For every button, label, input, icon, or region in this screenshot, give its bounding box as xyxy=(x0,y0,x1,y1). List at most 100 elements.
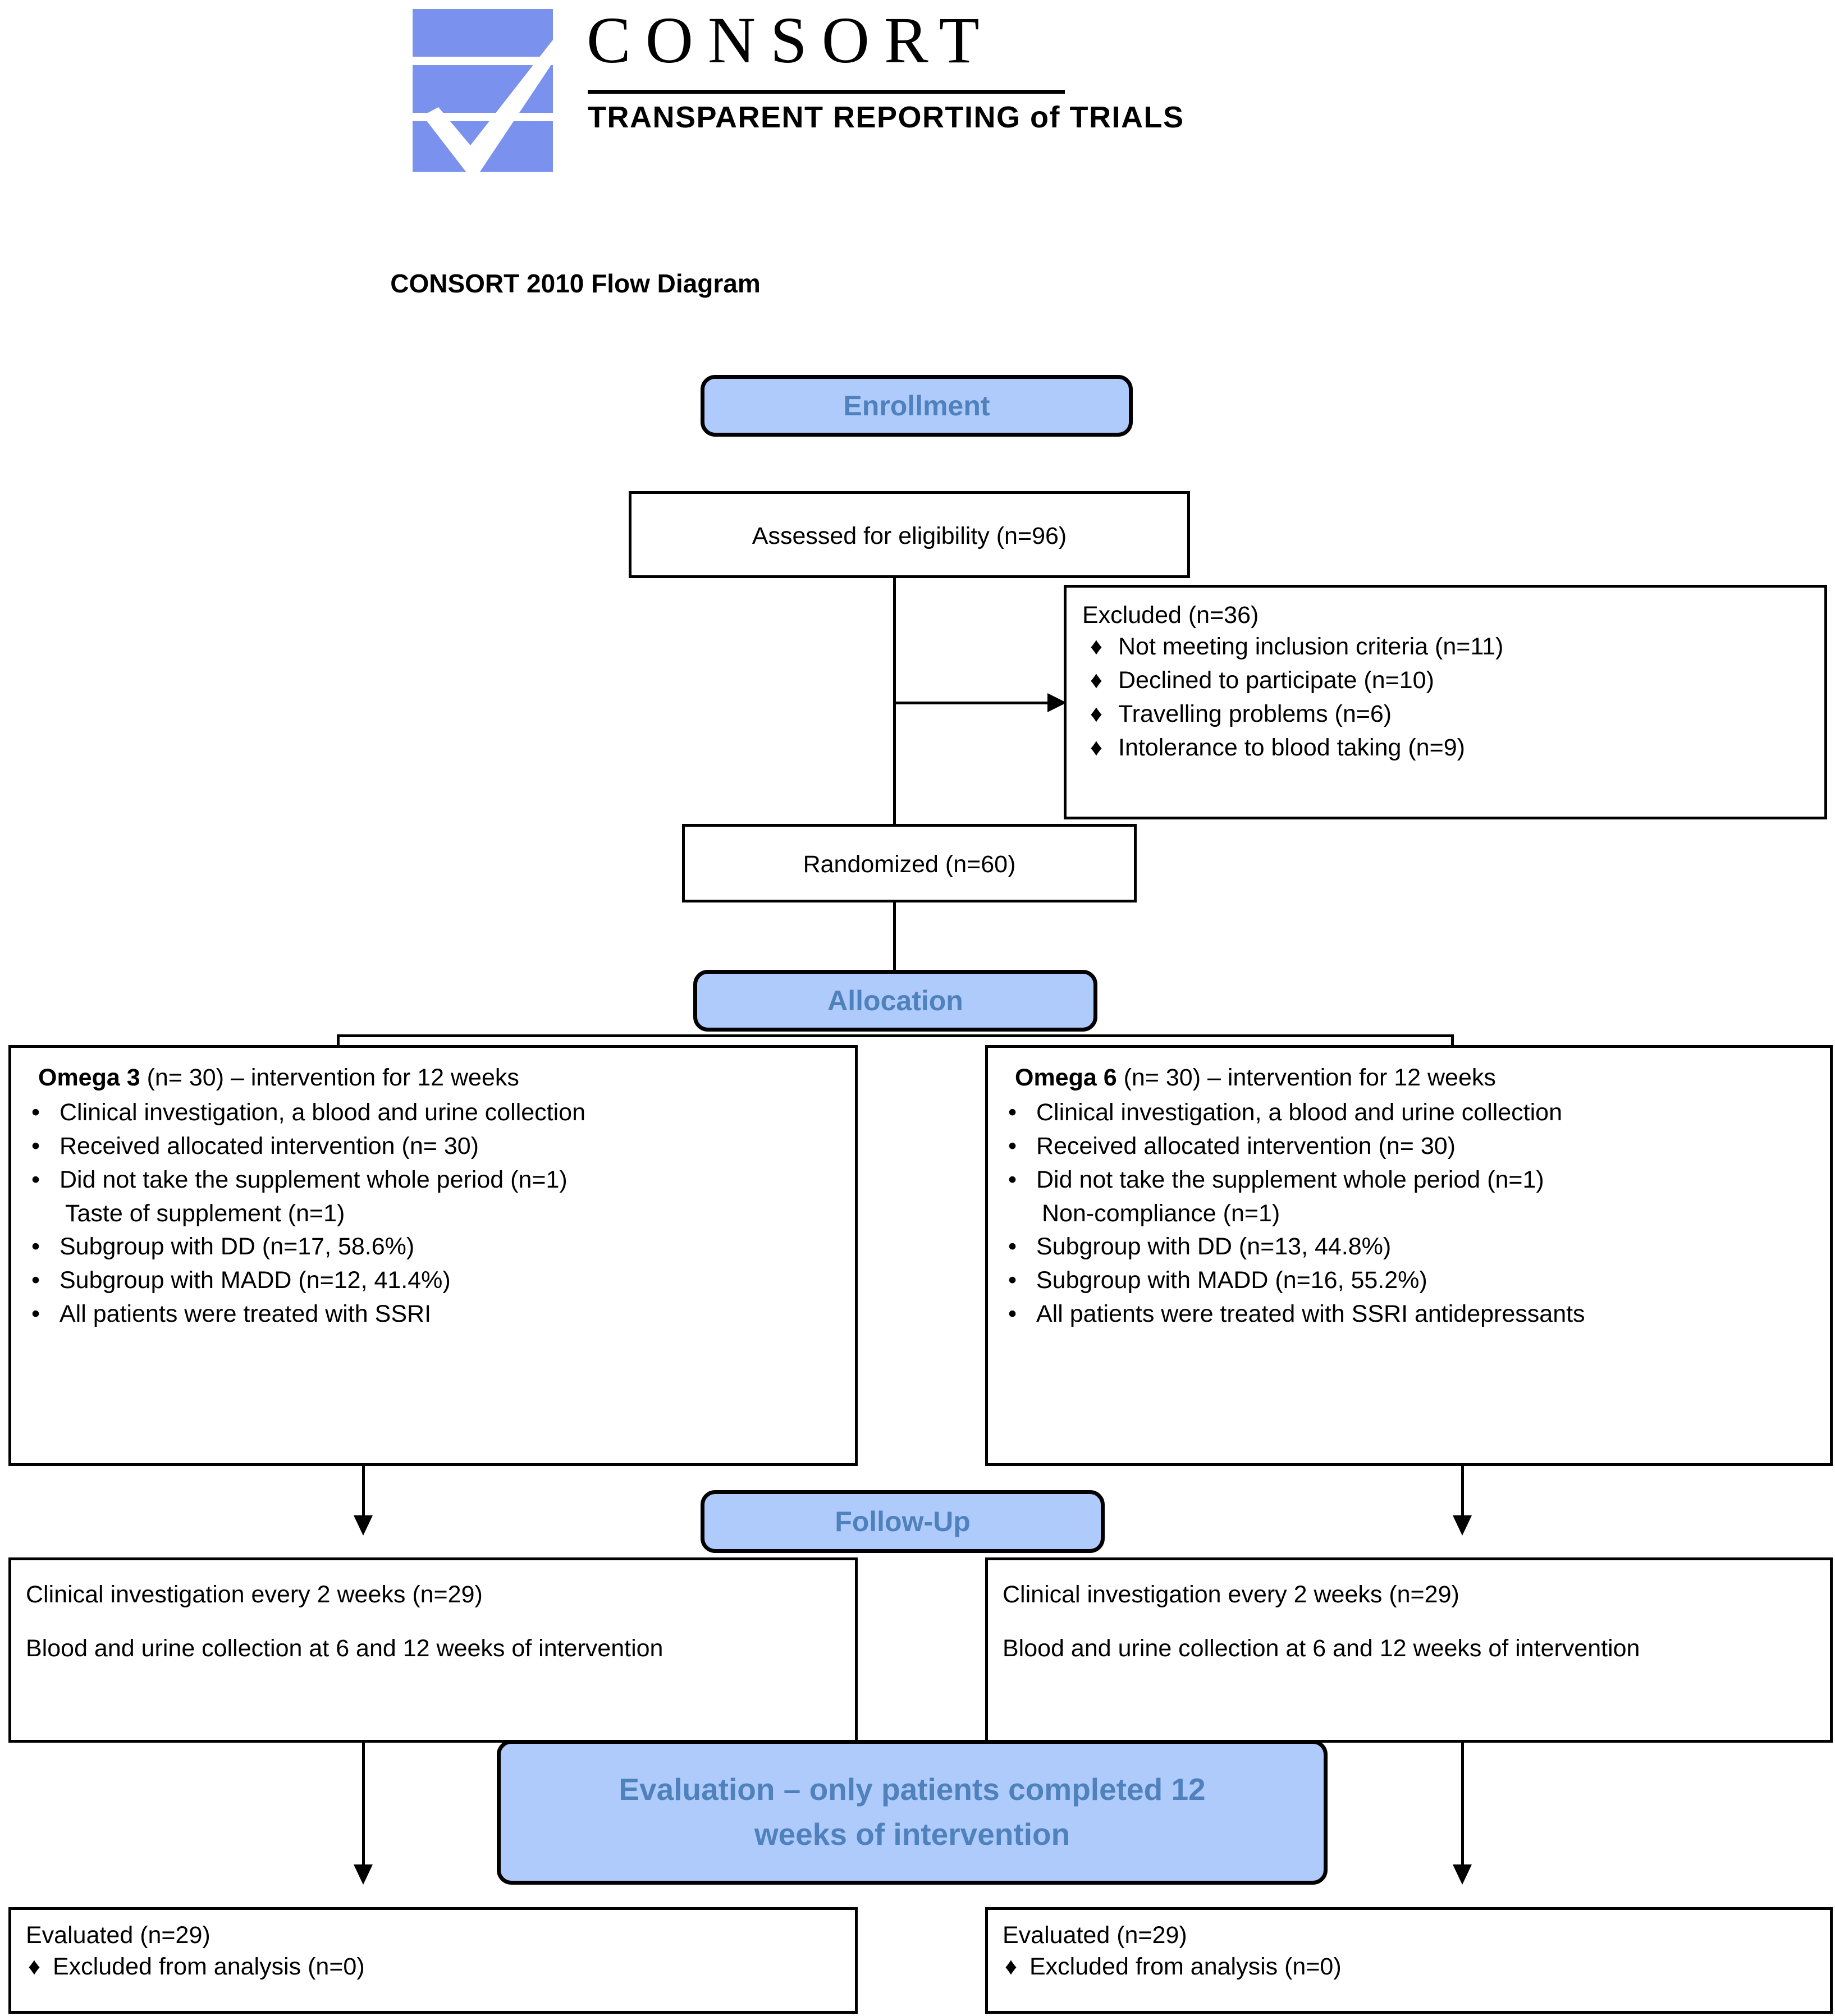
round-bullet-icon: • xyxy=(31,1132,40,1160)
banner-evaluation-line2: weeks of intervention xyxy=(754,1817,1070,1852)
banner-enrollment: Enrollment xyxy=(701,375,1133,437)
diamond-bullet-icon: ♦ xyxy=(1090,734,1102,761)
excluded-header: Excluded (n=36) xyxy=(1082,602,1259,629)
round-bullet-icon: • xyxy=(31,1267,40,1294)
box-followup-right: Clinical investigation every 2 weeks (n=… xyxy=(985,1557,1833,1743)
list-item: ♦ Excluded from analysis (n=0) xyxy=(26,1951,840,1983)
banner-enrollment-label: Enrollment xyxy=(843,390,990,421)
diamond-bullet-icon: ♦ xyxy=(28,1953,40,1980)
omega6-item-text: Received allocated intervention (n= 30) xyxy=(1036,1132,1456,1160)
banner-evaluation-line1: Evaluation – only patients completed 12 xyxy=(619,1772,1206,1807)
omega3-item-text: Did not take the supplement whole period… xyxy=(60,1166,568,1193)
logo-wordmark: CONSORT xyxy=(587,3,994,77)
omega3-header-bold: Omega 3 xyxy=(38,1064,140,1091)
box-evaluated-right: Evaluated (n=29) ♦ Excluded from analysi… xyxy=(985,1907,1833,2014)
list-item: • Subgroup with MADD (n=12, 41.4%) xyxy=(24,1265,844,1296)
split-bar-allocation xyxy=(337,1034,1454,1037)
excluded-list: ♦ Not meeting inclusion criteria (n=11) … xyxy=(1082,631,1813,764)
logo-tagline: TRANSPARENT REPORTING of TRIALS xyxy=(588,100,1184,135)
excluded-item-text: Intolerance to blood taking (n=9) xyxy=(1118,734,1465,761)
connector-randomized-down xyxy=(893,902,896,998)
diamond-bullet-icon: ♦ xyxy=(1005,1953,1017,1980)
connector-to-excluded xyxy=(893,702,1050,704)
list-item: ♦ Excluded from analysis (n=0) xyxy=(1003,1951,1815,1983)
consort-checkmark-logo-icon xyxy=(413,9,553,172)
list-item-sub: Non-compliance (n=1) xyxy=(1000,1198,1821,1230)
omega3-item-text: Received allocated intervention (n= 30) xyxy=(60,1132,479,1160)
followup-left-line1: Clinical investigation every 2 weeks (n=… xyxy=(26,1581,483,1608)
connector-omega3-to-followup xyxy=(362,1466,365,1528)
omega6-header-bold: Omega 6 xyxy=(1015,1064,1117,1091)
omega6-item-text: Subgroup with MADD (n=16, 55.2%) xyxy=(1036,1267,1427,1294)
logo-tagline-part2: TRIALS xyxy=(1069,100,1184,134)
omega6-item-text: Clinical investigation, a blood and urin… xyxy=(1036,1098,1563,1126)
diamond-bullet-icon: ♦ xyxy=(1090,700,1102,727)
spacer xyxy=(1003,1611,1815,1633)
box-allocation-omega6: Omega 6 (n= 30) – intervention for 12 we… xyxy=(985,1045,1833,1466)
round-bullet-icon: • xyxy=(1008,1267,1017,1294)
box-randomized: Randomized (n=60) xyxy=(682,824,1137,902)
list-item: ♦ Intolerance to blood taking (n=9) xyxy=(1082,732,1813,764)
list-item: • Received allocated intervention (n= 30… xyxy=(1000,1131,1821,1162)
list-item: • Clinical investigation, a blood and ur… xyxy=(1000,1097,1821,1129)
round-bullet-icon: • xyxy=(31,1300,40,1328)
consort-logo: CONSORT TRANSPARENT REPORTING of TRIALS xyxy=(413,3,1183,173)
excluded-item-text: Not meeting inclusion criteria (n=11) xyxy=(1118,633,1504,660)
list-item: • Did not take the supplement whole peri… xyxy=(24,1165,844,1196)
banner-followup-label: Follow-Up xyxy=(835,1506,971,1537)
checkmark-icon xyxy=(423,40,553,172)
box-excluded: Excluded (n=36) ♦ Not meeting inclusion … xyxy=(1064,585,1827,819)
diamond-bullet-icon: ♦ xyxy=(1090,633,1102,660)
page-title: CONSORT 2010 Flow Diagram xyxy=(390,269,761,298)
omega6-item-text: All patients were treated with SSRI anti… xyxy=(1036,1300,1585,1328)
omega6-item-text: Subgroup with DD (n=13, 44.8%) xyxy=(1036,1233,1392,1261)
banner-allocation-label: Allocation xyxy=(827,985,963,1016)
list-item: ♦ Declined to participate (n=10) xyxy=(1082,665,1813,697)
omega3-header: Omega 3 (n= 30) – intervention for 12 we… xyxy=(24,1062,844,1094)
connector-followup-left-to-evaluated xyxy=(362,1743,365,1877)
round-bullet-icon: • xyxy=(1008,1300,1017,1328)
omega3-list: • Clinical investigation, a blood and ur… xyxy=(24,1097,844,1330)
connector-omega6-to-followup xyxy=(1461,1466,1464,1528)
list-item: • All patients were treated with SSRI an… xyxy=(1000,1299,1821,1330)
excluded-item-text: Travelling problems (n=6) xyxy=(1118,700,1392,727)
arrow-omega3-to-followup xyxy=(354,1515,373,1536)
arrow-to-evaluated-left xyxy=(354,1864,373,1885)
list-item: • Clinical investigation, a blood and ur… xyxy=(24,1097,844,1129)
round-bullet-icon: • xyxy=(31,1233,40,1261)
evaluated-right-item-text: Excluded from analysis (n=0) xyxy=(1029,1953,1342,1980)
followup-left-line2: Blood and urine collection at 6 and 12 w… xyxy=(26,1634,663,1662)
arrow-to-evaluated-right xyxy=(1453,1864,1472,1885)
list-item: • Subgroup with DD (n=17, 58.6%) xyxy=(24,1231,844,1263)
list-item: • Subgroup with DD (n=13, 44.8%) xyxy=(1000,1231,1821,1263)
evaluated-right-header: Evaluated (n=29) xyxy=(1003,1922,1187,1949)
omega3-item-text: Subgroup with MADD (n=12, 41.4%) xyxy=(60,1267,451,1294)
logo-divider xyxy=(588,90,1065,94)
connector-followup-right-to-evaluated xyxy=(1461,1743,1464,1877)
evaluated-right-list: ♦ Excluded from analysis (n=0) xyxy=(1003,1951,1815,1983)
evaluated-left-header: Evaluated (n=29) xyxy=(26,1922,211,1949)
round-bullet-icon: • xyxy=(31,1166,40,1193)
assessed-text: Assessed for eligibility (n=96) xyxy=(752,523,1067,549)
omega6-list: • Clinical investigation, a blood and ur… xyxy=(1000,1097,1821,1330)
list-item-sub: Taste of supplement (n=1) xyxy=(24,1198,844,1230)
round-bullet-icon: • xyxy=(1008,1132,1017,1160)
randomized-text: Randomized (n=60) xyxy=(803,851,1016,878)
evaluated-left-list: ♦ Excluded from analysis (n=0) xyxy=(26,1951,840,1983)
banner-allocation: Allocation xyxy=(693,970,1097,1032)
box-allocation-omega3: Omega 3 (n= 30) – intervention for 12 we… xyxy=(8,1045,858,1466)
list-item: ♦ Not meeting inclusion criteria (n=11) xyxy=(1082,631,1813,663)
round-bullet-icon: • xyxy=(1008,1233,1017,1261)
round-bullet-icon: • xyxy=(1008,1098,1017,1126)
arrow-to-excluded xyxy=(1047,693,1067,712)
box-assessed-for-eligibility: Assessed for eligibility (n=96) xyxy=(629,491,1190,578)
omega6-header: Omega 6 (n= 30) – intervention for 12 we… xyxy=(1000,1062,1821,1094)
excluded-item-text: Declined to participate (n=10) xyxy=(1118,666,1434,694)
spacer xyxy=(26,1611,840,1633)
list-item: • All patients were treated with SSRI xyxy=(24,1299,844,1330)
banner-followup: Follow-Up xyxy=(701,1490,1105,1553)
omega3-item-text: Subgroup with DD (n=17, 58.6%) xyxy=(60,1233,415,1261)
list-item: • Received allocated intervention (n= 30… xyxy=(24,1131,844,1162)
banner-evaluation: Evaluation – only patients completed 12 … xyxy=(497,1740,1328,1885)
